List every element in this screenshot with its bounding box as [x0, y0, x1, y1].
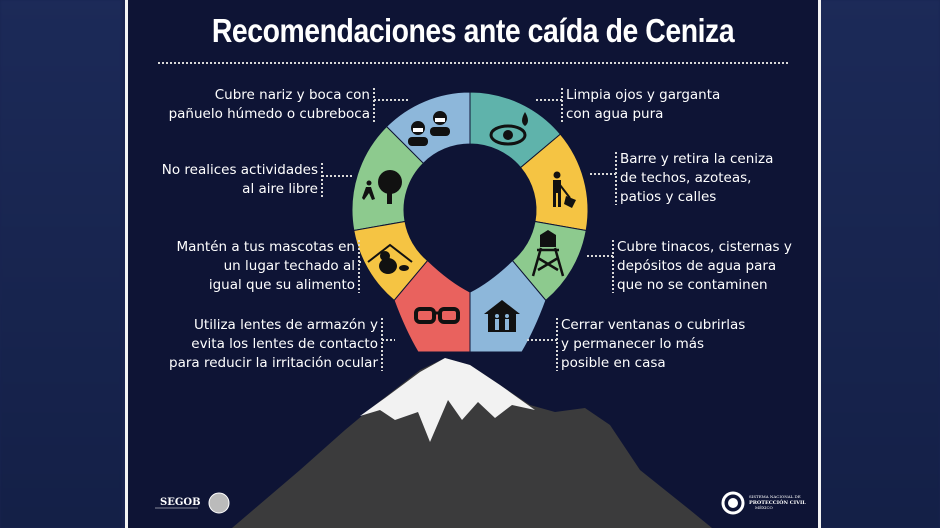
- glasses-icon: [414, 307, 460, 324]
- tip-line: Cerrar ventanas o cubrirlas: [561, 317, 746, 333]
- face-mask-icon: [408, 111, 450, 146]
- running-tree-icon: [362, 170, 402, 204]
- tip-line: de techos, azoteas,: [620, 170, 752, 186]
- svg-text:SISTEMA NACIONAL DE: SISTEMA NACIONAL DE: [749, 494, 801, 499]
- tip-line: pañuelo húmedo o cubreboca: [168, 106, 370, 122]
- eye-drop-icon: [489, 112, 528, 146]
- tip-1: Cubre nariz y boca con pañuelo húmedo o c…: [169, 86, 370, 124]
- svg-text:PROTECCIÓN CIVIL: PROTECCIÓN CIVIL: [749, 498, 806, 506]
- tip-line: un lugar techado al: [223, 258, 355, 274]
- tip-7: Cubre tinacos, cisternas y depósitos de a…: [617, 238, 792, 295]
- tip-line: depósitos de agua para: [617, 258, 777, 274]
- mountain-snow: [360, 358, 535, 442]
- svg-text:MÉXICO: MÉXICO: [755, 505, 774, 510]
- tip-6: Barre y retira la ceniza de techos, azote…: [620, 150, 773, 207]
- tip-line: posible en casa: [561, 355, 666, 371]
- sweeping-person-icon: [553, 171, 576, 208]
- pet-shelter-icon: [367, 243, 413, 274]
- tip-3: Mantén a tus mascotas en un lugar techado…: [176, 238, 355, 295]
- tip-line: evita los lentes de contacto: [191, 336, 378, 352]
- tip-5: Limpia ojos y garganta con agua pura: [566, 86, 720, 124]
- tip-line: Barre y retira la ceniza: [620, 151, 774, 167]
- tip-line: igual que su alimento: [208, 277, 355, 293]
- title-divider: [158, 62, 788, 64]
- tip-2: No realices actividades al aire libre: [162, 161, 318, 199]
- tip-line: Cubre tinacos, cisternas y: [617, 239, 792, 255]
- water-tower-icon: [531, 230, 565, 277]
- tip-line: patios y calles: [620, 189, 717, 205]
- tip-line: que no se contaminen: [617, 277, 768, 293]
- blurred-background-right: [818, 0, 940, 528]
- page-title: Recomendaciones ante caída de Ceniza: [211, 12, 735, 49]
- proteccion-civil-logo: SISTEMA NACIONAL DE PROTECCIÓN CIVIL MÉX…: [721, 491, 806, 515]
- tip-line: Cubre nariz y boca con: [214, 87, 370, 103]
- mountain: [232, 358, 712, 528]
- blurred-background-left: [0, 0, 122, 528]
- tip-4: Utiliza lentes de armazón y evita los len…: [169, 316, 378, 373]
- tip-line: No realices actividades: [161, 162, 318, 178]
- family-house-icon: [484, 300, 520, 332]
- svg-text:SEGOB: SEGOB: [160, 497, 201, 508]
- tip-line: con agua pura: [566, 106, 664, 122]
- segob-logo: SEGOB: [155, 492, 230, 514]
- tip-8: Cerrar ventanas o cubrirlas y permanecer …: [561, 316, 745, 373]
- tip-line: Limpia ojos y garganta: [566, 87, 721, 103]
- tip-line: y permanecer lo más: [561, 336, 705, 352]
- tip-line: para reducir la irritación ocular: [169, 355, 378, 371]
- tip-line: al aire libre: [242, 181, 318, 197]
- tip-line: Utiliza lentes de armazón y: [194, 317, 378, 333]
- tip-line: Mantén a tus mascotas en: [176, 239, 355, 255]
